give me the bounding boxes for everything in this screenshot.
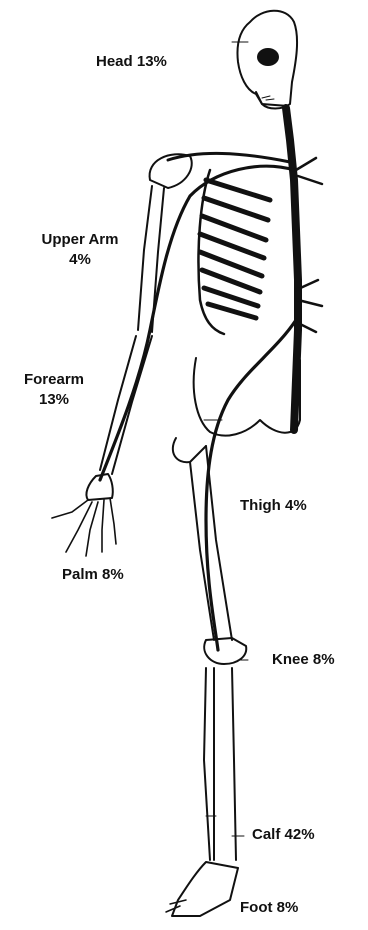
label-forearm: Forearm 13% [12,370,96,410]
label-calf-percent: 42% [285,826,315,843]
label-upper-arm: Upper Arm 4% [22,230,138,270]
label-foot: Foot 8% [240,898,298,918]
label-calf-name: Calf [252,826,280,843]
nerve-path-leg [206,320,296,650]
label-thigh-name: Thigh [240,497,281,514]
label-forearm-percent: 13% [12,390,96,410]
label-foot-percent: 8% [277,899,299,916]
label-knee-percent: 8% [313,651,335,668]
label-head-percent: 13% [137,53,167,70]
label-palm: Palm 8% [62,565,124,585]
pelvis [194,358,300,436]
label-thigh-percent: 4% [285,497,307,514]
label-knee: Knee 8% [272,650,335,670]
label-head-name: Head [96,53,133,70]
label-forearm-name: Forearm [12,370,96,390]
nerve-path [100,166,294,480]
foot [172,862,238,916]
label-foot-name: Foot [240,899,272,916]
label-head: Head 13% [96,52,167,72]
label-palm-percent: 8% [102,566,124,583]
shin-bones [204,668,236,860]
spine [286,108,298,430]
humerus [138,186,164,332]
label-upper-arm-percent: 4% [22,250,138,270]
label-palm-name: Palm [62,566,98,583]
eye-socket [257,48,279,66]
label-upper-arm-name: Upper Arm [22,230,138,250]
label-thigh: Thigh 4% [240,496,307,516]
label-knee-name: Knee [272,651,309,668]
label-calf: Calf 42% [252,825,315,845]
